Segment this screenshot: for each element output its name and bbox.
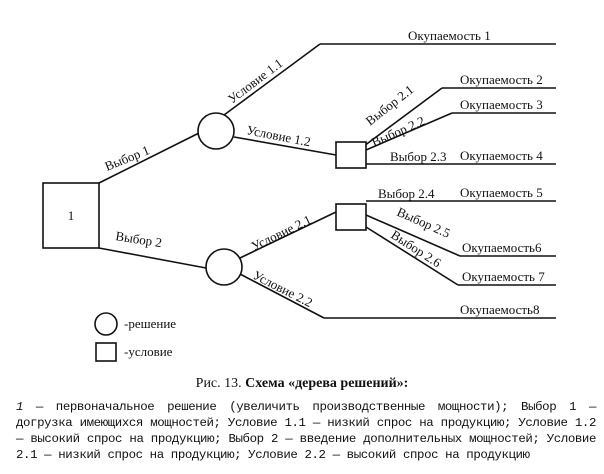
label-payoff-6: Окупаемость6: [462, 240, 542, 255]
edge-c26: [365, 226, 459, 286]
label-choice-2-4: Выбор 2.4: [378, 186, 435, 201]
label-payoff-7: Окупаемость 7: [462, 269, 545, 284]
legend-square-icon: [95, 342, 117, 362]
edge-u22: [239, 273, 325, 319]
label-payoff-8: Окупаемость8: [460, 302, 539, 317]
description-text: — первоначальное решение (увеличить прои…: [16, 400, 596, 462]
legend: -решение -условие: [94, 312, 176, 362]
chance-node-c2: [205, 248, 243, 286]
legend-circle-icon: [94, 312, 118, 336]
label-payoff-4: Окупаемость 4: [460, 148, 543, 163]
tree-edges: [98, 43, 556, 319]
legend-square-label: -условие: [124, 344, 173, 359]
label-choice-2: Выбор 2: [115, 228, 164, 250]
chance-node-c1: [197, 112, 235, 150]
figure-caption: Рис. 13. Схема «дерева решений»:: [0, 376, 604, 392]
label-payoff-2: Окупаемость 2: [460, 72, 543, 87]
label-payoff-5: Окупаемость 5: [460, 185, 543, 200]
edge-u11: [223, 43, 321, 116]
caption-prefix: Рис. 13.: [195, 376, 242, 391]
figure-description: 1 — первоначальное решение (увеличить пр…: [16, 399, 596, 463]
decision-node-u12: [335, 141, 367, 169]
edge-u21: [239, 211, 337, 259]
label-payoff-1: Окупаемость 1: [408, 28, 491, 43]
edge-c22: [365, 112, 453, 151]
label-payoff-3: Окупаемость 3: [460, 97, 543, 112]
label-choice-2-3: Выбор 2.3: [390, 149, 447, 164]
label-condition-2-2: Условие 2.2: [251, 267, 316, 310]
label-condition-1-1: Условие 1.1: [225, 55, 286, 106]
legend-circle-label: -решение: [124, 316, 176, 331]
description-lead: 1: [16, 400, 24, 414]
edge-root-to-c2: [98, 247, 207, 269]
edge-c25: [365, 214, 461, 257]
root-decision-node: [42, 182, 100, 249]
decision-node-u21: [335, 203, 367, 231]
caption-title: Схема «дерева решений»:: [245, 376, 409, 391]
edge-root-to-c1: [98, 132, 200, 184]
edge-c21: [363, 87, 443, 147]
edge-u12: [233, 136, 337, 156]
label-condition-2-1: Условие 2.1: [249, 212, 314, 254]
root-node-label: 1: [68, 208, 75, 223]
decision-tree-diagram: 1 Выбор 1 Выбор 2 Условие 1.1 Условие 1.…: [42, 28, 556, 362]
